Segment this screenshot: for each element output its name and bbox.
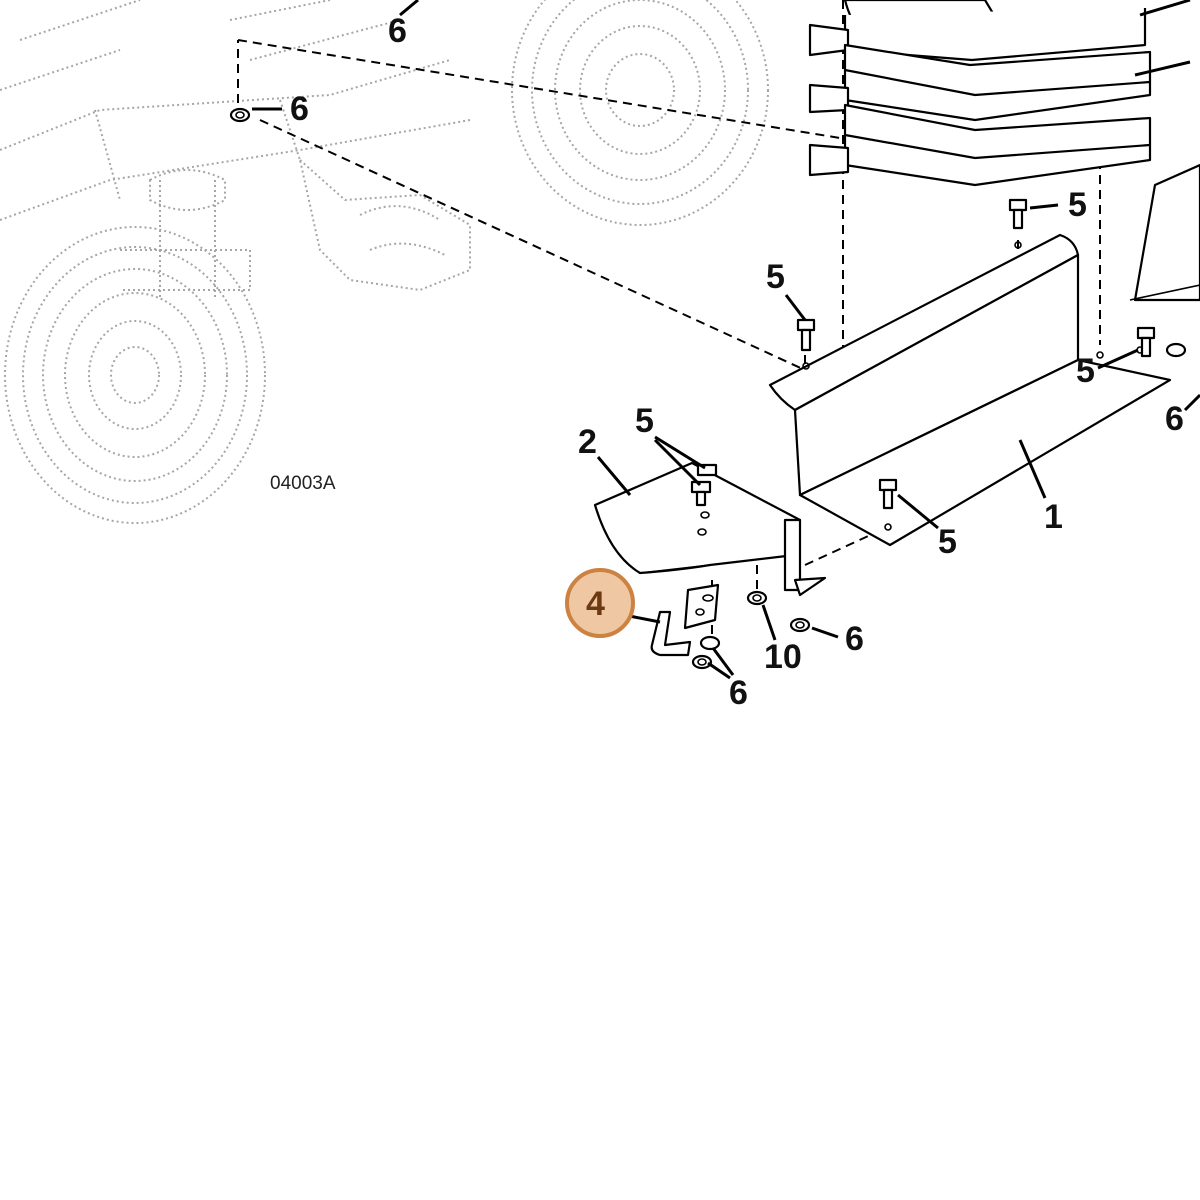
callout-part-2: 2: [578, 423, 597, 461]
weight-stack: [808, 0, 1191, 187]
mower-frame: [0, 0, 471, 300]
right-side-bracket: [1129, 163, 1200, 302]
highlight-circle[interactable]: [565, 568, 635, 638]
callout-bolt-5: 5: [938, 523, 957, 561]
part-2-shield-bracket: [593, 461, 827, 597]
part-4-clip: [650, 583, 720, 657]
nut-icon: [1165, 342, 1187, 358]
bolt-icon: [690, 463, 718, 507]
callout-part-4: 4: [586, 585, 605, 623]
washer-icon: [746, 590, 768, 606]
callout-labels: 6 6 5 5 5 6 5 2 1 5 6 10 6: [290, 12, 1184, 712]
front-wheel: [4, 226, 266, 524]
mower-background-illustration: [0, 0, 769, 524]
callout-bolt-5: 5: [1076, 352, 1095, 390]
callout-nut-6: 6: [845, 620, 864, 658]
callout-bolt-5: 5: [635, 402, 654, 440]
nut-icon: [699, 635, 721, 651]
part-1-channel-bracket: [768, 233, 1172, 547]
callout-nut-6: 6: [290, 90, 309, 128]
bolt-icon: [1008, 198, 1028, 230]
rear-wheel: [511, 0, 769, 226]
nut-icon: [691, 654, 713, 670]
bolt-icon: [796, 318, 816, 352]
callout-nut-6: 6: [729, 674, 748, 712]
nut-icon: [789, 617, 811, 633]
callout-bolt-5: 5: [1068, 186, 1087, 224]
callout-washer-10: 10: [764, 638, 802, 676]
callout-nut-6: 6: [388, 12, 407, 50]
nut-icon: [229, 107, 251, 123]
highlighted-callout-part-4[interactable]: 4: [565, 568, 635, 638]
callout-part-1: 1: [1044, 498, 1063, 536]
bolts-hardware: [690, 198, 1156, 510]
nuts-hardware: [229, 107, 1187, 670]
callout-nut-6: 6: [1165, 400, 1184, 438]
callout-bolt-5: 5: [766, 258, 785, 296]
bolt-icon: [1136, 326, 1156, 358]
bolt-icon: [878, 478, 898, 510]
drawing-reference-code: 04003A: [270, 473, 336, 494]
